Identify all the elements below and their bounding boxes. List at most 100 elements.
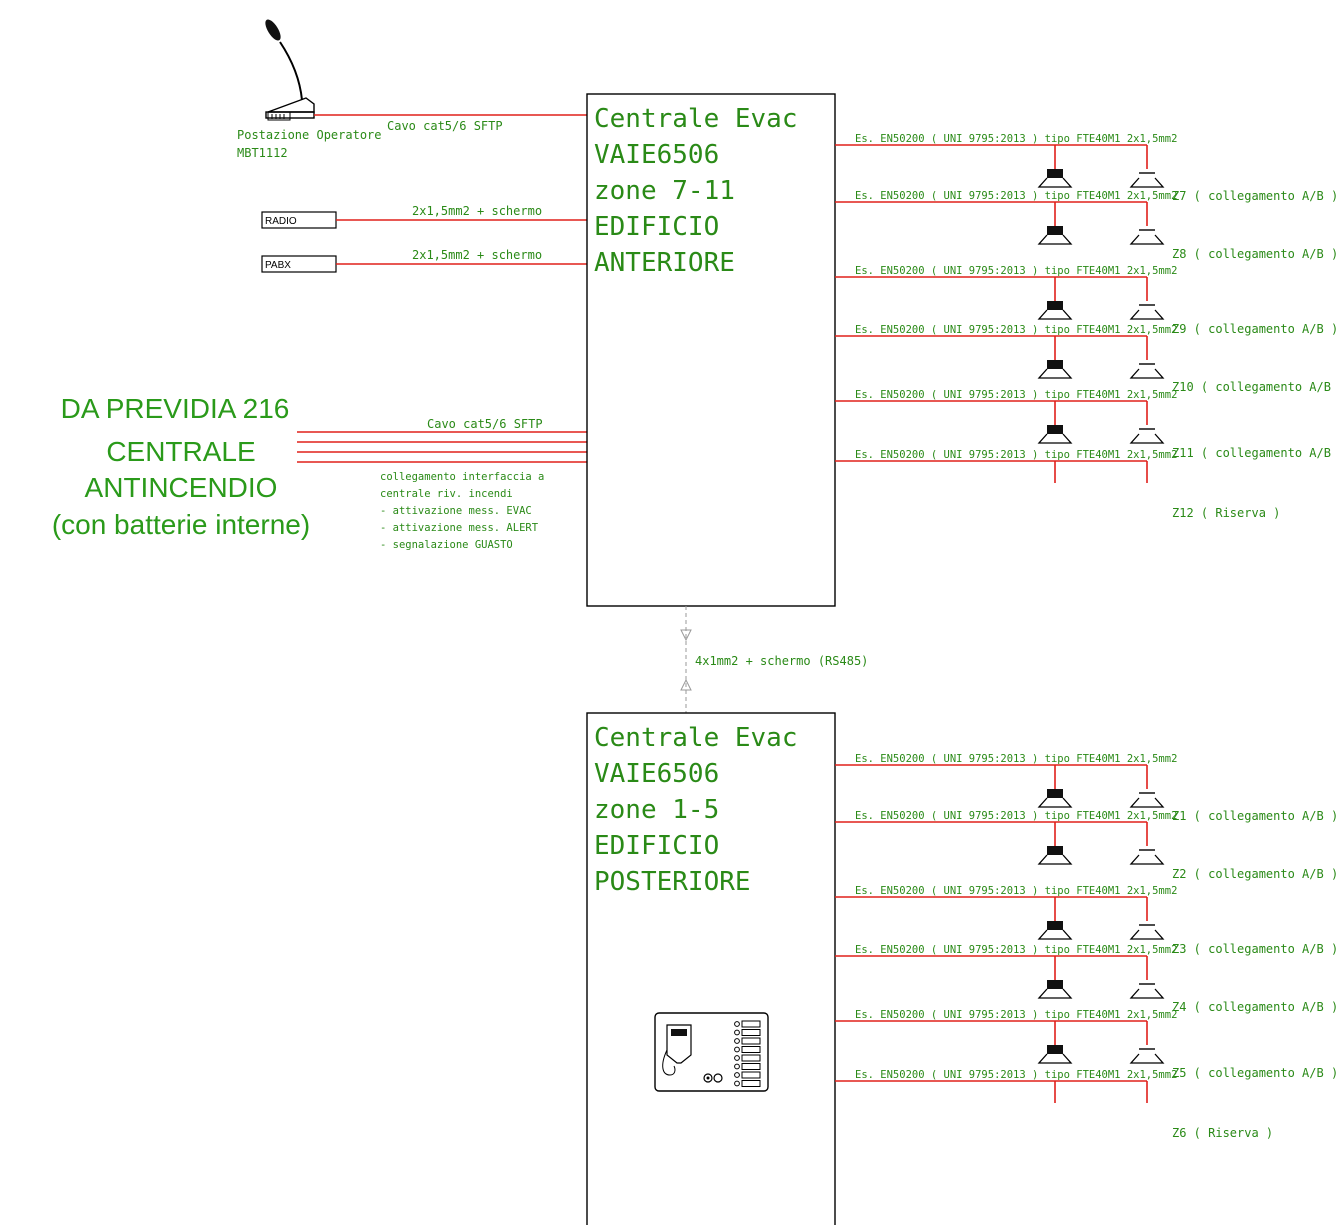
evac-panel-front <box>586 93 836 607</box>
panel1-title-4: EDIFICIO <box>594 212 719 242</box>
fire-note-3: - attivazione mess. EVAC <box>380 505 532 517</box>
zone-label: Z4 ( collegamento A/B ) <box>1172 1000 1338 1014</box>
radio-cable-label: 2x1,5mm2 + schermo <box>412 204 542 218</box>
speaker-icon <box>1129 983 1165 999</box>
zone-6-line: Es. EN50200 ( UNI 9795:2013 ) tipo FTE40… <box>835 449 1280 520</box>
rs485-label: 4x1mm2 + schermo (RS485) <box>695 654 868 668</box>
fire-cable-label: Cavo cat5/6 SFTP <box>427 417 543 431</box>
panel1-title-2: VAIE6506 <box>594 140 719 170</box>
zone-cable-label: Es. EN50200 ( UNI 9795:2013 ) tipo FTE40… <box>855 133 1177 145</box>
speaker-icon <box>1129 172 1165 188</box>
zone-5-line: Es. EN50200 ( UNI 9795:2013 ) tipo FTE40… <box>835 389 1340 460</box>
zone-label: Z11 ( collegamento A/B ) <box>1172 446 1340 460</box>
led-icon <box>734 1063 740 1070</box>
zone-cable-label: Es. EN50200 ( UNI 9795:2013 ) tipo FTE40… <box>855 265 1177 277</box>
zone-button-icon <box>741 1037 761 1045</box>
zone-5-line: Es. EN50200 ( UNI 9795:2013 ) tipo FTE40… <box>835 1009 1338 1080</box>
zone-3-line: Es. EN50200 ( UNI 9795:2013 ) tipo FTE40… <box>835 885 1338 956</box>
zone-cable-label: Es. EN50200 ( UNI 9795:2013 ) tipo FTE40… <box>855 1069 1177 1081</box>
speaker-icon <box>1129 428 1165 444</box>
zone-3-line: Es. EN50200 ( UNI 9795:2013 ) tipo FTE40… <box>835 265 1338 336</box>
speaker-icon <box>1129 849 1165 865</box>
zone-label: Z5 ( collegamento A/B ) <box>1172 1066 1338 1080</box>
zone-cable-label: Es. EN50200 ( UNI 9795:2013 ) tipo FTE40… <box>855 885 1177 897</box>
speaker-icon <box>1129 792 1165 808</box>
fire-note-4: - attivazione mess. ALERT <box>380 522 539 534</box>
speaker-icon <box>1129 304 1165 320</box>
zone-label: Z10 ( collegamento A/B ) <box>1172 380 1340 394</box>
operator-cable-label: Cavo cat5/6 SFTP <box>387 119 503 133</box>
zone-label: Z12 ( Riserva ) <box>1172 506 1280 520</box>
fire-panel-line1: DA PREVIDIA 216 <box>61 393 290 424</box>
rs485-link <box>680 606 692 713</box>
speaker-icon <box>1129 1048 1165 1064</box>
speaker-icon <box>1037 169 1073 188</box>
panel1-title-3: zone 7-11 <box>594 176 735 206</box>
speaker-icon <box>1129 363 1165 379</box>
panel2-title-2: VAIE6506 <box>594 759 719 789</box>
zone-cable-label: Es. EN50200 ( UNI 9795:2013 ) tipo FTE40… <box>855 944 1177 956</box>
zone-2-line: Es. EN50200 ( UNI 9795:2013 ) tipo FTE40… <box>835 810 1338 881</box>
panel2-title-1: Centrale Evac <box>594 723 798 753</box>
zone-button-icon <box>741 1054 761 1062</box>
panel2-title-3: zone 1-5 <box>594 795 719 825</box>
speaker-icon <box>1037 301 1073 320</box>
speaker-icon <box>1129 924 1165 940</box>
zone-button-icon <box>741 1020 761 1028</box>
radio-device: RADIO <box>261 211 337 229</box>
zone-button-icon <box>741 1029 761 1036</box>
speaker-icon <box>1129 229 1165 245</box>
led-icon <box>734 1046 740 1053</box>
fire-panel-line4: (con batterie interne) <box>52 509 310 540</box>
speaker-icon <box>1037 980 1073 999</box>
zone-cable-label: Es. EN50200 ( UNI 9795:2013 ) tipo FTE40… <box>855 449 1177 461</box>
zone-cable-label: Es. EN50200 ( UNI 9795:2013 ) tipo FTE40… <box>855 190 1177 202</box>
fire-panel-line3: ANTINCENDIO <box>85 472 278 503</box>
zone-1-line: Es. EN50200 ( UNI 9795:2013 ) tipo FTE40… <box>835 133 1338 203</box>
panel2-title-5: POSTERIORE <box>594 867 751 897</box>
zone-cable-label: Es. EN50200 ( UNI 9795:2013 ) tipo FTE40… <box>855 389 1177 401</box>
radio-label: RADIO <box>265 216 297 227</box>
microphone-station-icon <box>265 19 315 121</box>
speaker-icon <box>1037 425 1073 444</box>
fire-panel-line2: CENTRALE <box>106 436 255 467</box>
speaker-icon <box>1037 921 1073 940</box>
fire-note-2: centrale riv. incendi <box>380 488 513 500</box>
led-icon <box>734 1038 740 1044</box>
speaker-icon <box>1037 360 1073 379</box>
panel1-title-1: Centrale Evac <box>594 104 798 134</box>
speaker-icon <box>1037 226 1073 245</box>
pabx-device: PABX <box>261 255 337 273</box>
zone-1-line: Es. EN50200 ( UNI 9795:2013 ) tipo FTE40… <box>835 753 1338 823</box>
zone-label: Z3 ( collegamento A/B ) <box>1172 942 1338 956</box>
zone-label: Z2 ( collegamento A/B ) <box>1172 867 1338 881</box>
operator-model: MBT1112 <box>237 146 288 160</box>
zone-label: Z6 ( Riserva ) <box>1172 1126 1273 1140</box>
zone-button-icon <box>741 1046 761 1053</box>
zone-2-line: Es. EN50200 ( UNI 9795:2013 ) tipo FTE40… <box>835 190 1338 261</box>
speaker-icon <box>1037 846 1073 865</box>
panel1-title-5: ANTERIORE <box>594 248 735 278</box>
zone-4-line: Es. EN50200 ( UNI 9795:2013 ) tipo FTE40… <box>835 324 1340 394</box>
led-icon <box>734 1072 740 1078</box>
operator-label: Postazione Operatore <box>237 128 382 142</box>
zone-label: Z9 ( collegamento A/B ) <box>1172 322 1338 336</box>
led-icon <box>734 1080 740 1087</box>
speaker-icon <box>1037 1045 1073 1064</box>
zone-button-icon <box>741 1071 761 1079</box>
led-icon <box>734 1055 740 1061</box>
zone-label: Z8 ( collegamento A/B ) <box>1172 247 1338 261</box>
fire-note-5: - segnalazione GUASTO <box>380 539 513 551</box>
zone-cable-label: Es. EN50200 ( UNI 9795:2013 ) tipo FTE40… <box>855 324 1177 336</box>
zone-button-icon <box>741 1080 761 1087</box>
led-icon <box>734 1029 740 1036</box>
zone-4-line: Es. EN50200 ( UNI 9795:2013 ) tipo FTE40… <box>835 944 1338 1014</box>
fire-note-1: collegamento interfaccia a <box>380 471 544 483</box>
zone-cable-label: Es. EN50200 ( UNI 9795:2013 ) tipo FTE40… <box>855 810 1177 822</box>
pabx-label: PABX <box>265 260 291 271</box>
pabx-cable-label: 2x1,5mm2 + schermo <box>412 248 542 262</box>
speaker-icon <box>1037 789 1073 808</box>
control-unit-icon <box>654 1012 769 1092</box>
zone-button-icon <box>741 1063 761 1070</box>
zone-label: Z1 ( collegamento A/B ) <box>1172 809 1338 823</box>
